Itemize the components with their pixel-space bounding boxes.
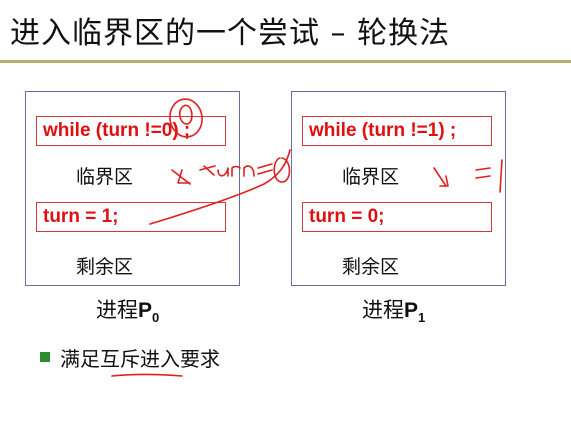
- ink-equals-zero: [257, 157, 291, 183]
- exit-code-p1: turn = 0;: [302, 202, 492, 232]
- exit-code-p0: turn = 1;: [36, 202, 226, 232]
- bullet-item: 满足互斥进入要求: [40, 343, 220, 371]
- ink-underline: [111, 373, 183, 377]
- process-caption-prefix-p1: 进程: [362, 298, 404, 322]
- process-box-p1: while (turn !=1) ; 临界区 turn = 0; 剩余区: [291, 91, 506, 286]
- process-caption-p0: 进程P0: [96, 294, 159, 325]
- square-bullet-icon: [40, 352, 50, 362]
- process-caption-name-p0: P: [138, 299, 153, 322]
- remainder-section-label-p0: 剩余区: [76, 256, 134, 278]
- process-caption-p1: 进程P1: [362, 294, 425, 325]
- process-caption-name-p1: P: [404, 299, 419, 322]
- slide-title: 进入临界区的一个尝试 – 轮换法: [10, 16, 451, 51]
- process-caption-prefix-p0: 进程: [96, 298, 138, 322]
- process-caption-sub-p0: 0: [152, 310, 160, 326]
- process-caption-sub-p1: 1: [418, 310, 426, 326]
- entry-code-p1: while (turn !=1) ;: [302, 116, 492, 146]
- entry-code-p0: while (turn !=0) ;: [36, 116, 226, 146]
- remainder-section-label-p1: 剩余区: [342, 256, 400, 278]
- title-divider: [0, 60, 571, 63]
- process-box-p0: while (turn !=0) ; 临界区 turn = 1; 剩余区: [25, 91, 240, 286]
- bullet-text: 满足互斥进入要求: [60, 346, 220, 371]
- critical-section-label-p1: 临界区: [342, 166, 400, 188]
- critical-section-label-p0: 临界区: [76, 166, 134, 188]
